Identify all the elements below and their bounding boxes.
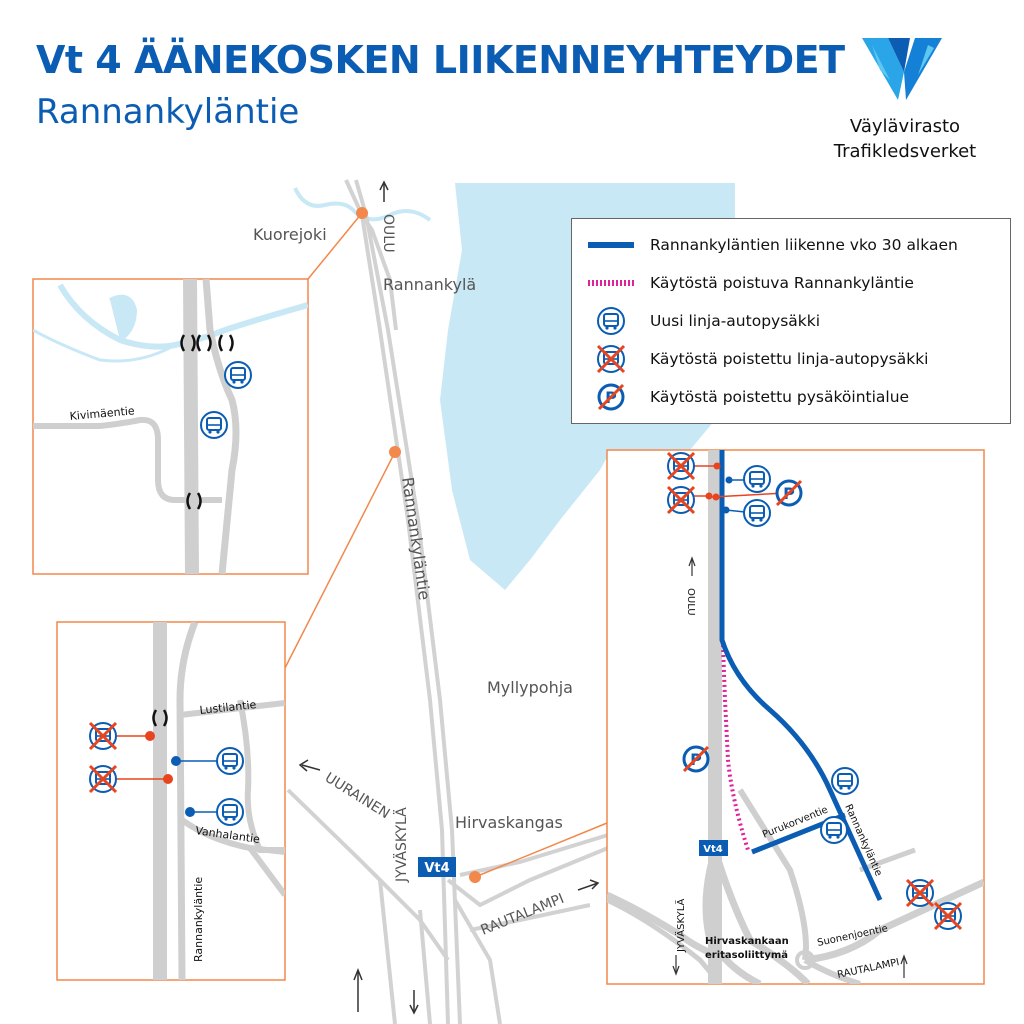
legend-item-new-road: Rannankyläntien liikenne vko 30 alkaen (588, 231, 958, 259)
page-title: Vt 4 ÄÄNEKOSKEN LIIKENNEYHTEYDET (36, 38, 845, 82)
removed-bus-stop-icon (666, 451, 696, 481)
svg-text:OULU: OULU (685, 588, 696, 616)
removed-stop-marker (163, 774, 173, 784)
north-arrow-main (353, 967, 363, 1012)
junction-label-line2: eritasoliittymä (705, 950, 788, 961)
bus-stop-icon (216, 798, 244, 826)
bus-stop-icon (588, 307, 634, 335)
removed-bus-stop-icon (588, 344, 634, 374)
page-subtitle: Rannankyläntie (36, 92, 300, 132)
legend: Rannankyläntien liikenne vko 30 alkaen K… (571, 218, 1011, 424)
removed-bus-stop-icon (88, 721, 118, 751)
legend-label: Käytöstä poistettu linja-autopysäkki (650, 350, 929, 368)
new-road-line (719, 450, 883, 902)
legend-item-removed-road: Käytöstä poistuva Rannankyläntie (588, 269, 914, 297)
logo-name-finnish: Väylävirasto (849, 116, 961, 137)
direction-jyvaskyla-main: JYVÄSKYLÄ (392, 807, 419, 1015)
direction-rautalampi-main: RAUTALAMPI (479, 879, 600, 939)
legend-label: Rannankyläntien liikenne vko 30 alkaen (650, 236, 958, 254)
svg-text:JYVÄSKYLÄ: JYVÄSKYLÄ (674, 898, 687, 953)
legend-item-removed-bus-stop: Käytöstä poistettu linja-autopysäkki (588, 344, 929, 374)
legend-item-new-bus-stop: Uusi linja-autopysäkki (588, 307, 820, 335)
river (293, 187, 432, 222)
removed-parking-icon (682, 745, 710, 773)
place-kuorejoki: Kuorejoki (253, 225, 327, 244)
callout-lines (284, 212, 608, 878)
road-label-kivimaentie: Kivimäentie (69, 404, 135, 423)
removed-stop-marker (145, 731, 155, 741)
svg-text:Vt4: Vt4 (424, 861, 449, 876)
junction-label-line1: Hirvaskankaan (705, 936, 789, 947)
logo-name-swedish: Trafikledsverket (833, 141, 977, 162)
bus-stop-icon (743, 465, 771, 493)
bus-stop-icon (216, 747, 244, 775)
svg-text:OULU: OULU (380, 214, 396, 253)
bus-stop-icon (224, 361, 252, 389)
svg-text:UURAINEN: UURAINEN (322, 770, 393, 822)
legend-label: Käytöstä poistettu pysäköintialue (650, 388, 910, 406)
highway-badge-vt4-main: Vt4 (418, 857, 456, 877)
bus-stop-icon (743, 499, 771, 527)
road-label-lustilantie: Lustilantie (199, 698, 257, 717)
legend-label: Uusi linja-autopysäkki (650, 312, 821, 330)
callout-dot-hirvaskangas (469, 871, 481, 883)
highway-badge-vt4-inset: Vt4 (699, 840, 728, 856)
inset-north: Kivimäentie (32, 278, 309, 575)
removed-bus-stop-icon (905, 878, 935, 908)
new-stop-marker (171, 756, 181, 766)
place-rannankyla: Rannankylä (383, 275, 476, 294)
new-stop-marker (185, 807, 195, 817)
direction-oulu-inset: OULU (685, 556, 696, 616)
callout-dot-kuorejoki (356, 207, 368, 219)
blue-road-line (588, 231, 634, 259)
inset-middle: Lustilantie Vanhalantie Rannankyläntie (56, 621, 286, 981)
removed-bus-stop-icon (88, 764, 118, 794)
removed-road-line (721, 644, 750, 851)
removed-parking-icon (588, 383, 634, 411)
road-label-rannankylantie-inset: Rannankyläntie (192, 877, 205, 962)
removed-bus-stop-icon (666, 485, 696, 515)
main-roads (286, 179, 609, 1024)
inset-south: OULU JYVÄSKYLÄ RAUTALAMPI Vt4 Purukorven… (606, 449, 985, 985)
callout-dot-rannankylantie (389, 446, 401, 458)
removed-bus-stop-icon (933, 901, 963, 931)
road-label-rannankylantie-main: Rannankyläntie (398, 476, 434, 601)
svg-text:Vt4: Vt4 (703, 844, 723, 855)
direction-jyvaskyla-inset: JYVÄSKYLÄ (672, 898, 687, 976)
place-myllypohja: Myllypohja (487, 678, 573, 697)
legend-item-removed-parking: Käytöstä poistettu pysäköintialue (588, 383, 909, 411)
bus-stop-icon (820, 816, 848, 844)
pink-dotted-line (588, 269, 634, 297)
place-hirvaskangas: Hirvaskangas (455, 813, 563, 832)
vaylavirasto-v-logo-icon (862, 38, 942, 100)
removed-parking-icon (775, 479, 803, 507)
bus-stop-icon (831, 767, 859, 795)
bus-stop-icon (200, 411, 228, 439)
direction-oulu-main: OULU (379, 180, 396, 253)
svg-text:JYVÄSKYLÄ: JYVÄSKYLÄ (392, 807, 410, 883)
legend-label: Käytöstä poistuva Rannankyläntie (650, 274, 914, 292)
